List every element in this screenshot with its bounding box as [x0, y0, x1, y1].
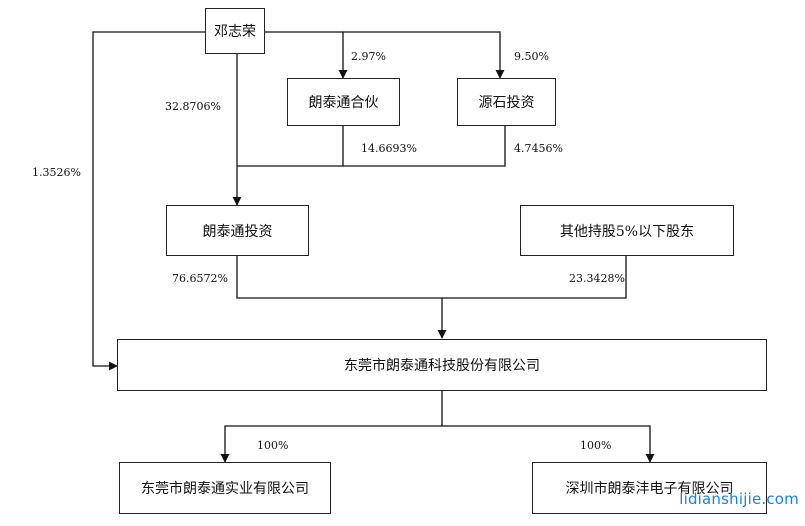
line-partner-to-invest: [237, 126, 344, 167]
line-company-to-shenzhen: [442, 425, 655, 463]
node-yuanshi: 源石投资: [457, 78, 556, 126]
node-other-holders: 其他持股5%以下股东: [520, 205, 734, 256]
pct-others-to-company: 23.3428%: [569, 272, 625, 285]
pct-deng-to-company: 1.3526%: [32, 166, 81, 179]
node-langtai-invest: 朗泰通投资: [166, 205, 309, 256]
node-industrial: 东莞市朗泰通实业有限公司: [119, 462, 331, 514]
line-company-to-subs: [220, 391, 443, 463]
node-deng: 邓志荣: [205, 8, 265, 54]
pct-deng-to-invest: 32.8706%: [165, 100, 221, 113]
node-shenzhen: 深圳市朗泰沣电子有限公司: [532, 462, 767, 514]
line-deng-to-partner: [265, 31, 348, 79]
node-langtai-partner: 朗泰通合伙: [287, 78, 400, 126]
line-deng-to-company: [92, 31, 205, 371]
line-invest-to-company: [236, 256, 627, 299]
watermark: lidianshijie.com: [679, 490, 799, 508]
line-yuanshi-to-invest: [343, 126, 506, 167]
pct-company-to-industrial: 100%: [257, 439, 289, 452]
pct-partner-to-invest: 14.6693%: [361, 142, 417, 155]
line-deng-to-yuanshi: [343, 31, 505, 79]
node-company: 东莞市朗泰通科技股份有限公司: [117, 339, 767, 391]
pct-invest-to-company: 76.6572%: [172, 272, 228, 285]
pct-yuanshi-to-invest: 4.7456%: [514, 142, 563, 155]
pct-deng-to-yuanshi: 9.50%: [514, 50, 549, 63]
pct-deng-to-partner: 2.97%: [351, 50, 386, 63]
pct-company-to-shenzhen: 100%: [580, 439, 612, 452]
